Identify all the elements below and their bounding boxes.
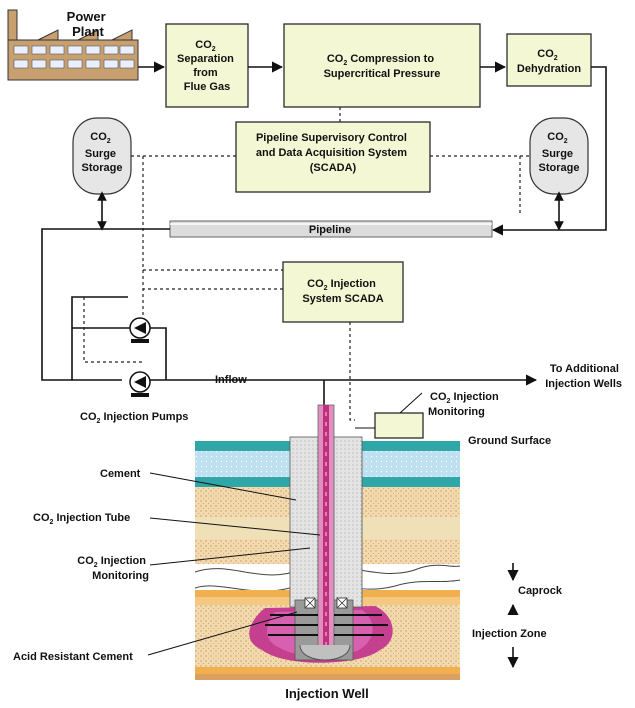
injection-zone-label: Injection Zone (472, 628, 547, 640)
diagram-title: Injection Well (285, 686, 369, 701)
pipeline-scada-box (235, 121, 431, 193)
power-plant-label: Power Plant (67, 9, 110, 39)
injection-scada-box (282, 261, 404, 323)
surge-storage-left-label: CO2 Surge Storage (82, 131, 123, 174)
injection-monitoring-label: CO2 Injection Monitoring (77, 555, 149, 582)
inflow-label: Inflow (215, 374, 247, 386)
power-plant-icon (7, 9, 139, 81)
geological-cross-section (194, 404, 461, 680)
pump-upper-icon (129, 317, 151, 343)
acid-resistant-cement-label: Acid Resistant Cement (13, 651, 133, 663)
additional-wells-label: To Additional Injection Wells (545, 363, 622, 390)
cement-label: Cement (100, 468, 141, 480)
co2-compression-box (283, 23, 481, 108)
monitoring-top-label: CO2 Injection Monitoring (428, 391, 502, 418)
co2-dehydration-box (506, 33, 592, 87)
pump-lower-icon (129, 371, 151, 397)
caprock-label: Caprock (518, 585, 563, 597)
co2-dehydration-label: CO2 Dehydration (517, 48, 581, 75)
pipeline-scada-label: Pipeline Supervisory Control and Data Ac… (256, 132, 410, 174)
pipeline-label: Pipeline (309, 224, 351, 236)
injection-tube-label: CO2 Injection Tube (33, 512, 130, 526)
monitoring-device-box (374, 412, 424, 439)
co2-compression-label: CO2 Compression to Supercritical Pressur… (324, 53, 441, 80)
co2-separation-box (165, 23, 249, 108)
ground-surface-label: Ground Surface (468, 435, 551, 447)
co2-separation-label: CO2 Separation from Flue Gas (177, 39, 237, 93)
pumps-label: CO2 Injection Pumps (80, 411, 188, 425)
surge-storage-right-label: CO2 Surge Storage (539, 131, 580, 174)
injection-scada-label: CO2 Injection System SCADA (302, 278, 383, 305)
